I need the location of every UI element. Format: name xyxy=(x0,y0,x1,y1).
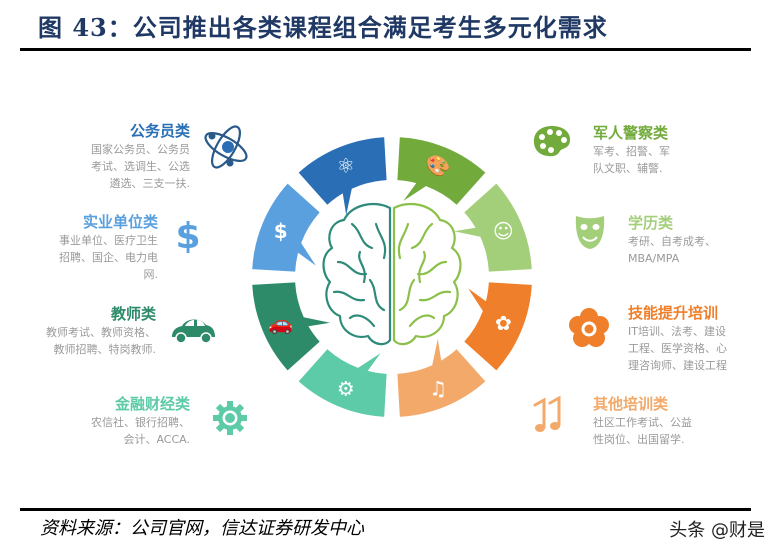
category-desc: 事业单位、医疗卫生 招聘、国企、电力电 网. xyxy=(59,234,158,281)
gear-icon xyxy=(213,401,247,435)
flower-segment-icon: ✿ xyxy=(495,311,512,335)
category-skills: 技能提升培训 IT培训、法考、建设 工程、医学资格、心 理咨询师、建设工程 xyxy=(628,302,768,374)
category-title: 实业单位类 xyxy=(82,213,158,231)
mask-segment-icon: ☺ xyxy=(493,219,514,243)
category-title: 其他培训类 xyxy=(593,395,669,413)
category-other: 其他培训类 社区工作考试、公益 性岗位、出国留学. xyxy=(593,393,723,448)
category-title: 金融财经类 xyxy=(114,395,190,413)
car-icon xyxy=(172,319,215,344)
music-note-segment-icon: ♫ xyxy=(429,376,447,400)
category-title: 技能提升培训 xyxy=(628,304,719,322)
atom-icon xyxy=(204,125,248,169)
atom-segment-icon: ⚛ xyxy=(337,154,355,178)
top-divider xyxy=(20,48,751,51)
category-military-police: 军人警察类 军考、招警、军 队文职、辅警. xyxy=(593,122,713,177)
category-desc: IT培训、法考、建设 工程、医学资格、心 理咨询师、建设工程 xyxy=(628,325,727,372)
ring-segment-other xyxy=(397,338,486,417)
ring-segment-teacher xyxy=(252,282,331,371)
flower-icon xyxy=(569,308,609,347)
category-title: 教师类 xyxy=(110,305,156,323)
palette-icon xyxy=(533,126,571,157)
category-public-institution: 实业单位类 事业单位、医疗卫生 招聘、国企、电力电 网. xyxy=(40,211,158,283)
dollar-icon: $ xyxy=(175,216,200,253)
category-teacher: 教师类 教师考试、教师资格、 教师招聘、特岗教师. xyxy=(30,303,156,358)
gear-segment-icon: ⚙ xyxy=(337,376,355,400)
ring-segment-military-police xyxy=(397,137,486,205)
brain-icon xyxy=(322,202,462,346)
ring-segment-finance xyxy=(298,349,387,417)
figure-title: 图 43：公司推出各类课程组合满足考生多元化需求 xyxy=(38,13,608,42)
category-desc: 教师考试、教师资格、 教师招聘、特岗教师. xyxy=(46,326,156,356)
category-desc: 军考、招警、军 队文职、辅警. xyxy=(593,145,670,175)
ring-segment-civil-servant xyxy=(298,137,387,216)
category-desc: 农信社、银行招聘、 会计、ACCA. xyxy=(91,416,190,446)
category-desc: 国家公务员、公务员 考试、选调生、公选 遴选、三支一扶. xyxy=(91,143,190,190)
category-desc: 考研、自考成考、 MBA/MPA xyxy=(628,235,716,265)
source-note: 资料来源：公司官网，信达证券研发中心 xyxy=(40,518,364,539)
category-title: 军人警察类 xyxy=(593,124,669,142)
category-desc: 社区工作考试、公益 性岗位、出国留学. xyxy=(593,416,692,446)
palette-segment-icon: 🎨 xyxy=(426,154,451,178)
music-note-icon xyxy=(533,395,561,432)
category-finance: 金融财经类 农信社、银行招聘、 会计、ACCA. xyxy=(70,393,190,448)
dollar-segment-icon: $ xyxy=(274,219,288,243)
svg-text:$: $ xyxy=(175,216,200,253)
mask-icon xyxy=(575,216,605,249)
category-title: 公务员类 xyxy=(129,122,190,140)
bottom-divider xyxy=(20,508,751,511)
category-academic: 学历类 考研、自考成考、 MBA/MPA xyxy=(628,212,758,267)
category-civil-servant: 公务员类 国家公务员、公务员 考试、选调生、公选 遴选、三支一扶. xyxy=(60,120,190,192)
ring-segment-public-institution xyxy=(252,183,320,272)
car-segment-icon: 🚗 xyxy=(268,311,293,335)
ring-segment-skills xyxy=(464,282,532,371)
category-title: 学历类 xyxy=(628,214,674,232)
ring-segment-academic xyxy=(453,183,532,272)
watermark: 头条 @财是 xyxy=(669,520,765,541)
